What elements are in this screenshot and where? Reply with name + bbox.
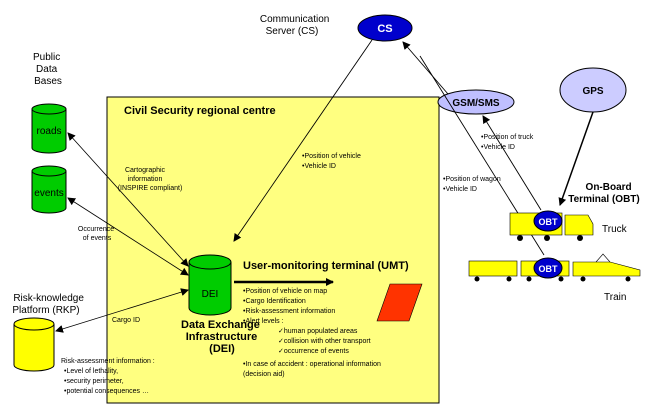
cargo-id-label: Cargo ID (112, 317, 140, 324)
cartographic-info-label: Cartographic information (INSPIRE compli… (118, 167, 183, 192)
gps-label: GPS (582, 86, 603, 97)
occurrence-events-label: Occurrence of events (78, 226, 116, 242)
rkp-dei-arrow (55, 288, 189, 333)
public-db-title: Public Data Bases (33, 52, 63, 87)
civil-security-centre-box: Civil Security regional centre (106, 96, 440, 404)
roads-database: roads (31, 103, 67, 154)
dei-label: DEI (202, 289, 219, 300)
train-label: Train (604, 292, 626, 303)
obt-title: On-Board Terminal (OBT) (568, 182, 639, 205)
umt-items-list: •Position of vehicle on map •Cargo Ident… (243, 288, 383, 378)
centre-title: Civil Security regional centre (124, 105, 276, 117)
events-database: events (31, 165, 67, 214)
cs-label: CS (377, 23, 392, 35)
umt-title: User-monitoring terminal (UMT) (243, 260, 409, 272)
truck-obt-node: OBT (533, 210, 563, 232)
train-obt-label: OBT (539, 264, 559, 274)
umt-terminal-icon (376, 283, 423, 322)
events-label: events (34, 188, 63, 199)
cs-title: Communication Server (CS) (260, 14, 332, 37)
position-truck-label: •Position of truck •Vehicle ID (481, 134, 535, 151)
events-dei-arrow (67, 197, 189, 276)
gsm-label: GSM/SMS (452, 98, 500, 109)
dei-title: Data Exchange Infrastructure (DEI) (181, 319, 263, 355)
truck-gsm-arrow (482, 115, 542, 211)
communication-server-node: CS (357, 14, 413, 42)
roads-label: roads (36, 126, 61, 137)
gsm-sms-node: GSM/SMS (437, 89, 515, 115)
dei-database: DEI (188, 254, 232, 316)
gps-node: GPS (559, 67, 627, 113)
truck-obt-label: OBT (539, 217, 559, 227)
risk-info-list: Risk-assessment information : •Level of … (61, 358, 157, 395)
truck-label: Truck (602, 224, 628, 235)
train-obt-node: OBT (533, 257, 563, 279)
position-vehicle-label: •Position of vehicle •Vehicle ID (302, 153, 363, 170)
rkp-database (13, 317, 55, 372)
cs-dei-arrow (233, 39, 373, 242)
gps-obt-arrow (558, 111, 594, 206)
rkp-title: Risk-knowledge Platform (RKP) (12, 293, 86, 316)
position-wagon-label: •Position of wagon •Vehicle ID (443, 176, 503, 193)
gsm-cs-arrow (402, 41, 449, 95)
